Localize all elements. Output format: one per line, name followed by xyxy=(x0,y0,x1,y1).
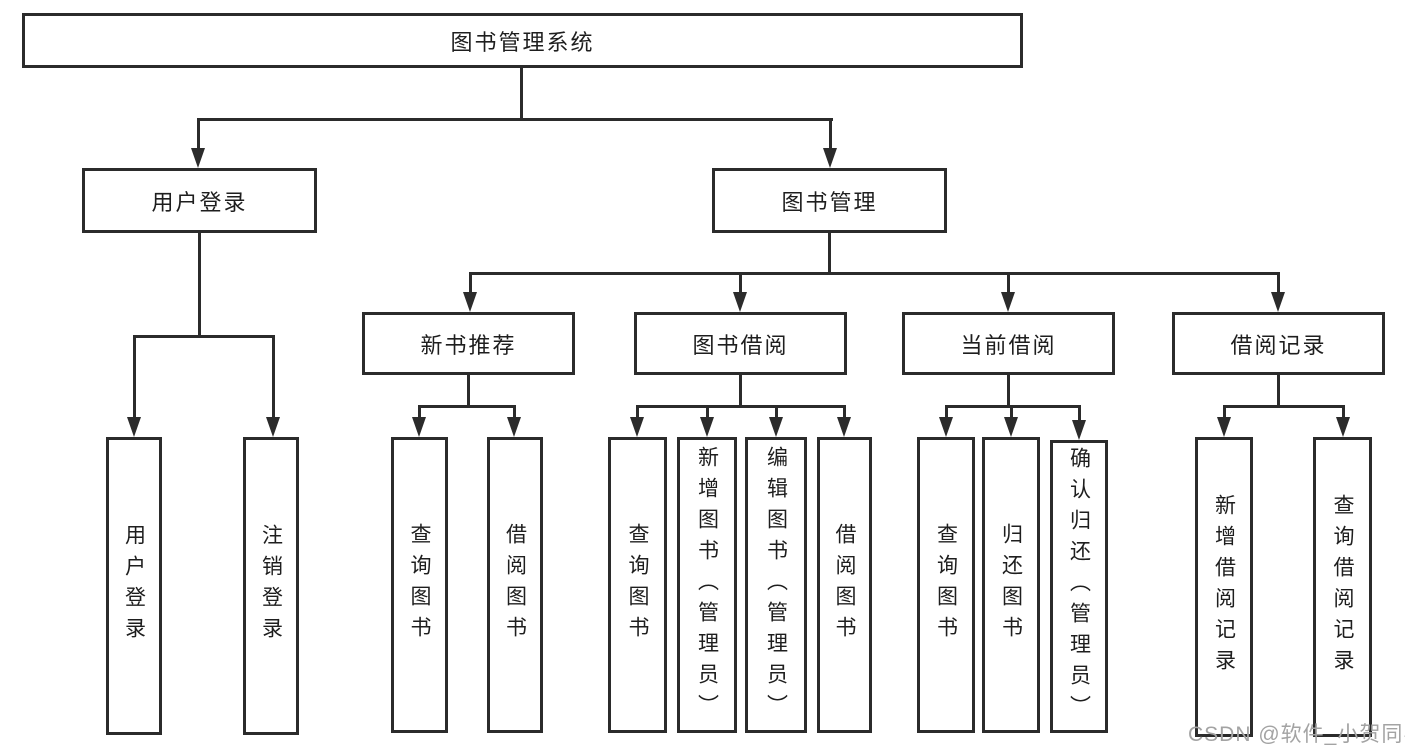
arrow-down-icon xyxy=(191,148,205,168)
csdn-watermark: CSDN @软件_小贺同学 xyxy=(1188,723,1405,746)
node-root: 图书管理系统 xyxy=(22,13,1023,68)
node-book-borrow-label: 图书借阅 xyxy=(692,332,789,358)
leaf-return-book: 归还图书 xyxy=(982,437,1040,733)
connector-level2-rail xyxy=(197,118,833,121)
leaf-label: 查询借阅记录 xyxy=(1331,494,1354,680)
arrow-down-icon xyxy=(127,417,141,437)
leaf-label: 编辑图书（管理员） xyxy=(764,445,788,725)
arrow-down-icon xyxy=(463,292,477,312)
connector-shaft xyxy=(1223,405,1226,421)
connector-shaft xyxy=(706,405,709,421)
connector-shaft xyxy=(513,405,516,421)
connector-group1-stem xyxy=(467,375,470,405)
arrow-down-icon xyxy=(1072,420,1086,440)
leaf-query-books-2: 查询图书 xyxy=(608,437,667,733)
connector-group4-stem xyxy=(1277,375,1280,405)
leaf-user-login-label: 用户登录 xyxy=(122,524,146,648)
leaf-label: 新增借阅记录 xyxy=(1212,494,1236,680)
leaf-confirm-return-admin: 确认归还（管理员） xyxy=(1050,440,1108,733)
arrow-down-icon xyxy=(733,292,747,312)
node-borrow-records: 借阅记录 xyxy=(1172,312,1385,375)
leaf-label: 查询图书 xyxy=(934,523,958,647)
arrow-down-icon xyxy=(823,148,837,168)
connector-shaft xyxy=(843,405,846,421)
node-user-login-label: 用户登录 xyxy=(151,189,248,215)
node-root-label: 图书管理系统 xyxy=(450,29,595,55)
connector-shaft xyxy=(1342,405,1345,421)
leaf-logout: 注销登录 xyxy=(243,437,299,735)
connector-shaft xyxy=(272,335,275,419)
arrow-down-icon xyxy=(507,417,521,437)
connector-shaft xyxy=(133,335,136,419)
connector-shaft xyxy=(945,405,948,421)
connector-group4-rail xyxy=(1224,405,1343,408)
connector-root-stem xyxy=(520,68,523,118)
leaf-label: 查询图书 xyxy=(626,523,649,647)
connector-shaft xyxy=(418,405,421,421)
connector-login-shaft xyxy=(197,118,200,152)
connector-management-shaft xyxy=(829,118,832,152)
leaf-add-book-admin: 新增图书（管理员） xyxy=(677,437,737,733)
arrow-down-icon xyxy=(769,417,783,437)
leaf-query-books-1: 查询图书 xyxy=(391,437,448,733)
node-current-borrow: 当前借阅 xyxy=(902,312,1115,375)
connector-shaft xyxy=(1007,272,1010,294)
node-new-book-recommend: 新书推荐 xyxy=(362,312,575,375)
arrow-down-icon xyxy=(630,417,644,437)
node-book-borrow: 图书借阅 xyxy=(634,312,847,375)
connector-group3-stem xyxy=(1007,375,1010,405)
node-new-book-recommend-label: 新书推荐 xyxy=(420,332,517,358)
connector-shaft xyxy=(775,405,778,421)
arrow-down-icon xyxy=(837,417,851,437)
connector-management-stem xyxy=(828,232,831,272)
node-borrow-records-label: 借阅记录 xyxy=(1230,332,1327,358)
connector-level3-rail xyxy=(469,272,1280,275)
node-user-login: 用户登录 xyxy=(82,168,317,233)
arrow-down-icon xyxy=(266,417,280,437)
leaf-label: 查询图书 xyxy=(408,523,431,647)
connector-group1-rail xyxy=(418,405,515,408)
node-current-borrow-label: 当前借阅 xyxy=(960,332,1057,358)
leaf-label: 借阅图书 xyxy=(503,523,527,647)
connector-login-rail xyxy=(133,335,275,338)
leaf-user-login: 用户登录 xyxy=(106,437,162,735)
leaf-label: 新增图书（管理员） xyxy=(695,445,719,725)
leaf-logout-label: 注销登录 xyxy=(259,524,283,648)
arrow-down-icon xyxy=(939,417,953,437)
connector-shaft xyxy=(469,272,472,294)
leaf-label: 归还图书 xyxy=(999,523,1023,647)
arrow-down-icon xyxy=(700,417,714,437)
arrow-down-icon xyxy=(1217,417,1231,437)
node-book-management-label: 图书管理 xyxy=(781,189,878,215)
connector-group2-stem xyxy=(739,375,742,405)
node-book-management: 图书管理 xyxy=(712,168,947,233)
arrow-down-icon xyxy=(1271,292,1285,312)
leaf-edit-book-admin: 编辑图书（管理员） xyxy=(745,437,807,733)
leaf-add-borrow-record: 新增借阅记录 xyxy=(1195,437,1253,737)
leaf-label: 借阅图书 xyxy=(833,523,856,647)
connector-login-stem xyxy=(198,233,201,335)
leaf-label: 确认归还（管理员） xyxy=(1067,447,1091,726)
connector-shaft xyxy=(739,272,742,294)
connector-shaft xyxy=(1277,272,1280,294)
arrow-down-icon xyxy=(1336,417,1350,437)
leaf-query-borrow-record: 查询借阅记录 xyxy=(1313,437,1372,737)
connector-shaft xyxy=(1010,405,1013,421)
connector-group2-rail xyxy=(636,405,845,408)
leaf-borrow-books-1: 借阅图书 xyxy=(487,437,543,733)
arrow-down-icon xyxy=(1004,417,1018,437)
arrow-down-icon xyxy=(1001,292,1015,312)
leaf-query-books-3: 查询图书 xyxy=(917,437,975,733)
arrow-down-icon xyxy=(412,417,426,437)
connector-shaft xyxy=(636,405,639,421)
connector-shaft xyxy=(1078,405,1081,421)
leaf-borrow-books-2: 借阅图书 xyxy=(817,437,872,733)
